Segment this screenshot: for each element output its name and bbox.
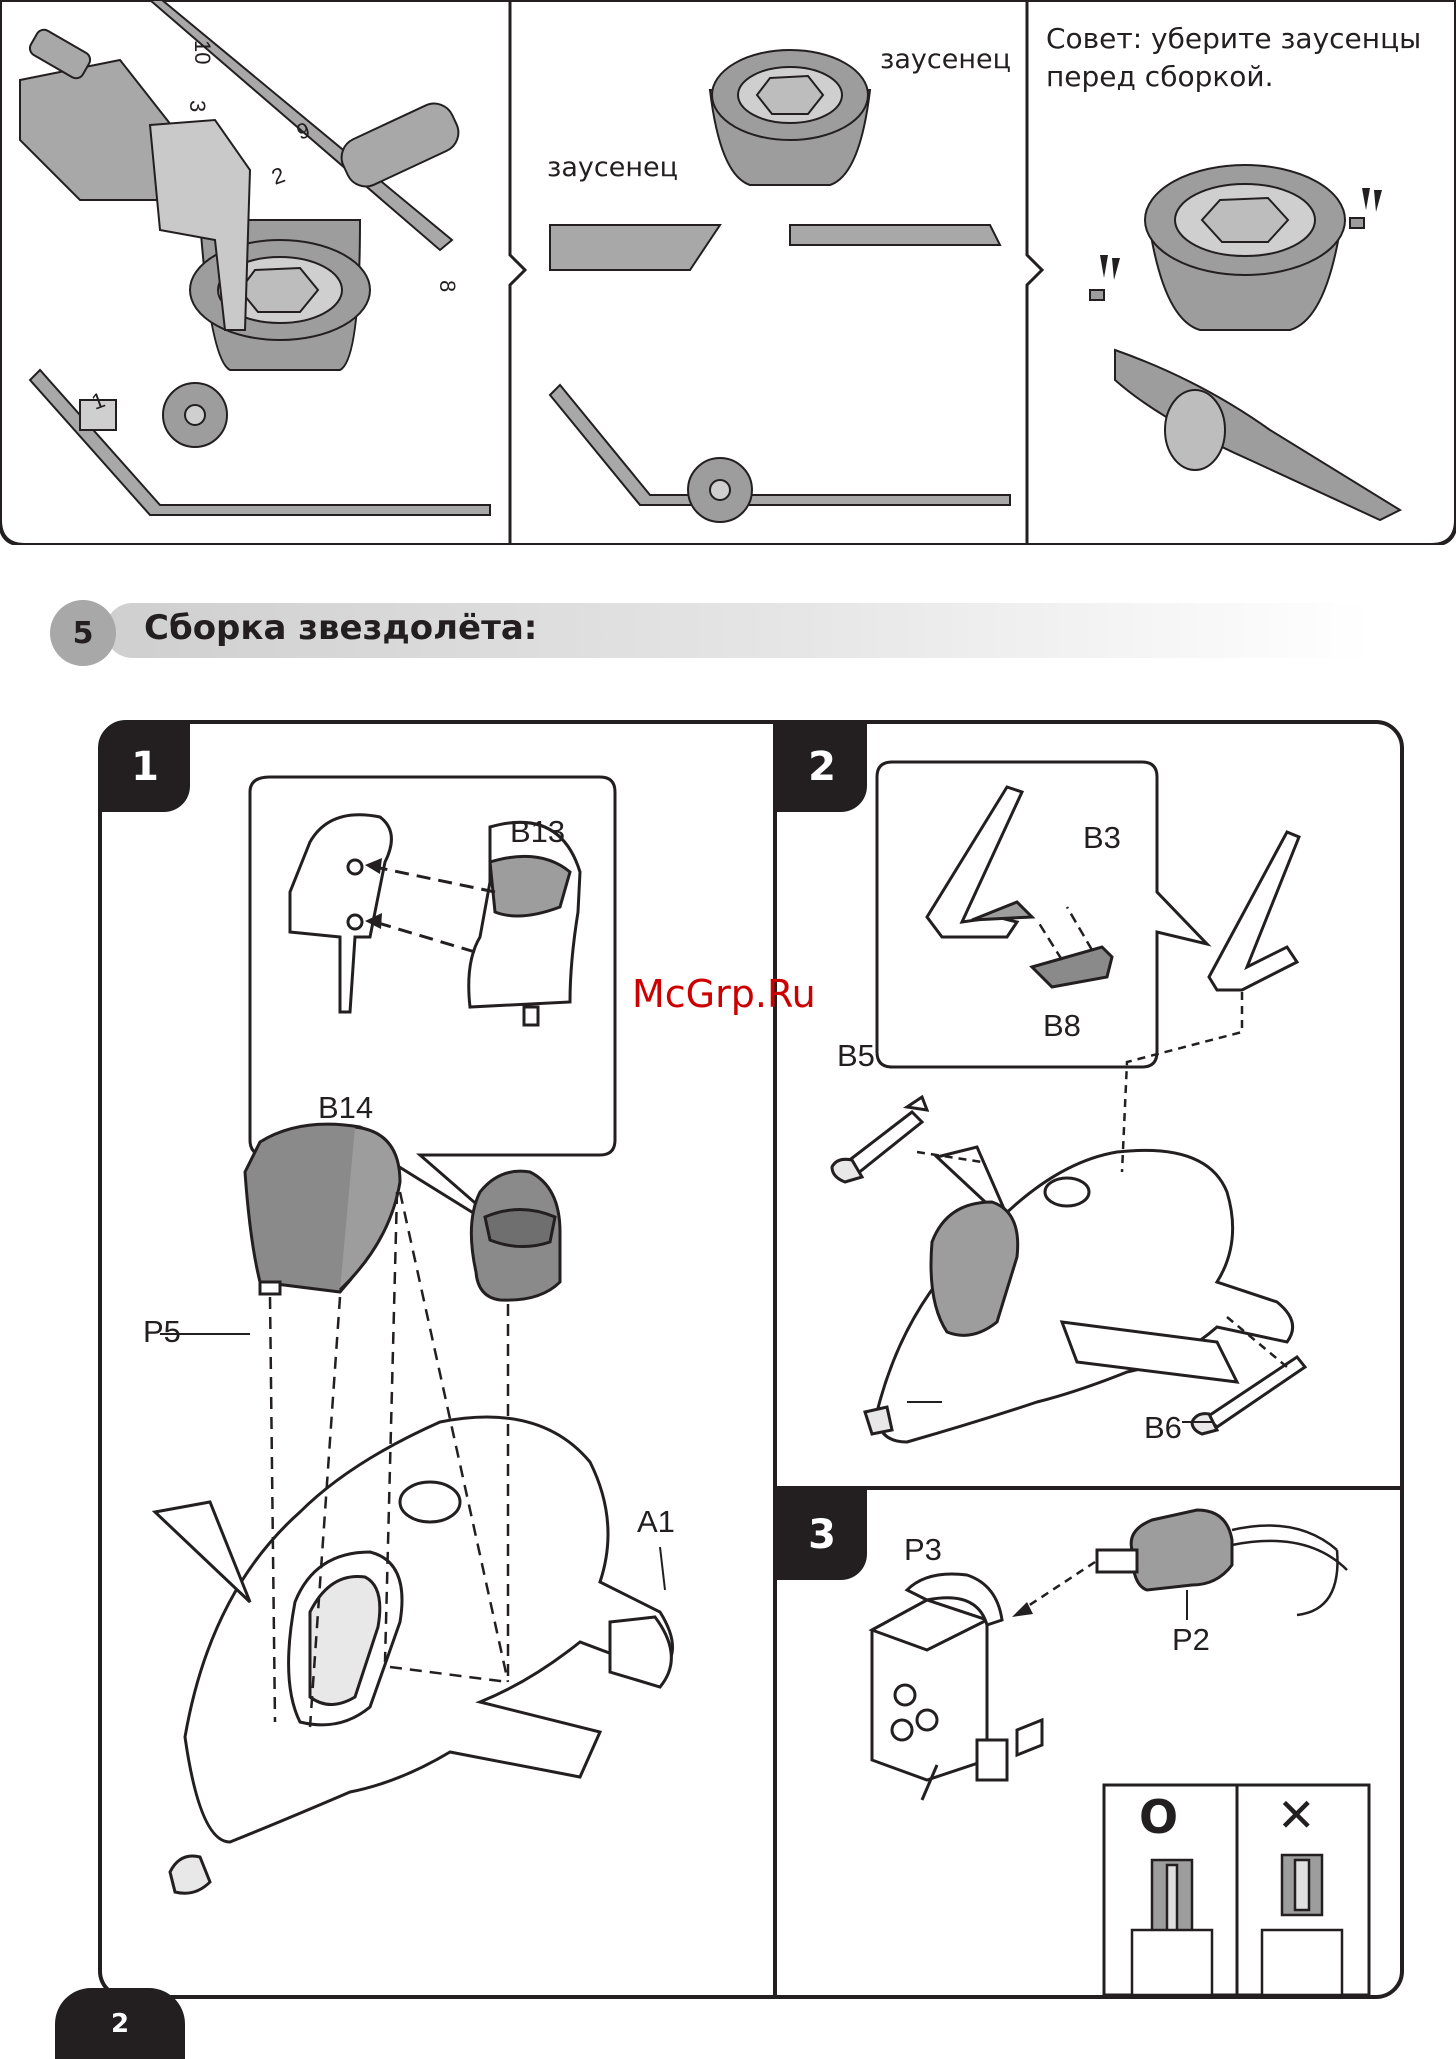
part-a1-starship-body bbox=[155, 1417, 673, 1893]
part-pilot-assembled bbox=[471, 1171, 560, 1300]
label-b14: B14 bbox=[318, 1090, 373, 1126]
tip-text-line-2: перед сборкой. bbox=[1046, 60, 1274, 93]
wrong-x-icon: ✕ bbox=[1277, 1788, 1316, 1842]
page-number-tab: 2 bbox=[55, 1988, 185, 2059]
step-1-illustration: B13 B14 P5 A1 bbox=[100, 722, 775, 2012]
sprue-number-8: 8 bbox=[435, 280, 460, 292]
step-3-drawing bbox=[777, 1490, 1402, 2015]
part-starship-body bbox=[865, 1147, 1293, 1442]
burr-label-right: заусенец bbox=[880, 44, 1011, 75]
label-p3: P3 bbox=[904, 1532, 942, 1568]
label-b8: B8 bbox=[1043, 1008, 1081, 1044]
sprue-number-10: 10 bbox=[190, 40, 215, 64]
label-b6: B6 bbox=[1144, 1410, 1182, 1446]
sprue-with-nipper-illustration bbox=[20, 0, 490, 515]
part-p5-canopy bbox=[245, 1124, 400, 1294]
section-number-badge: 5 bbox=[50, 600, 116, 666]
label-p2: P2 bbox=[1172, 1622, 1210, 1658]
label-a1: A1 bbox=[637, 1504, 675, 1540]
page-number: 2 bbox=[111, 2009, 129, 2039]
label-b5: B5 bbox=[837, 1038, 875, 1074]
fin-callout-bubble bbox=[877, 762, 1207, 1067]
sprue-number-2: 2 bbox=[268, 162, 288, 190]
label-b13: B13 bbox=[510, 814, 565, 850]
watermark: McGrp.Ru bbox=[632, 972, 816, 1016]
part-p3-motor-mount bbox=[872, 1574, 1042, 1800]
section-title: Сборка звездолёта: bbox=[144, 608, 537, 648]
step-1-drawing bbox=[100, 722, 775, 2012]
sprue-wheel-burr-illustration bbox=[550, 50, 1010, 522]
wheel-burr-removal-illustration bbox=[1090, 165, 1400, 520]
section-header: 5 Сборка звездолёта: bbox=[50, 600, 1370, 660]
step-2-illustration: B3 B8 B5 B6 bbox=[777, 722, 1402, 1487]
correct-o-icon: O bbox=[1139, 1790, 1178, 1844]
tip-text-line-1: Совет: уберите заусенцы bbox=[1046, 22, 1421, 55]
label-b3: B3 bbox=[1083, 820, 1121, 856]
section-number: 5 bbox=[73, 616, 94, 651]
burr-label-left: заусенец bbox=[547, 152, 678, 183]
part-b5-missile bbox=[832, 1097, 927, 1182]
label-p5: P5 bbox=[143, 1314, 181, 1350]
step-3-illustration: P3 P2 O ✕ bbox=[777, 1490, 1402, 2015]
part-b3-fin-outside bbox=[1209, 832, 1299, 990]
part-p2-motor bbox=[1097, 1510, 1347, 1615]
sprue-number-3: 3 bbox=[185, 100, 210, 112]
